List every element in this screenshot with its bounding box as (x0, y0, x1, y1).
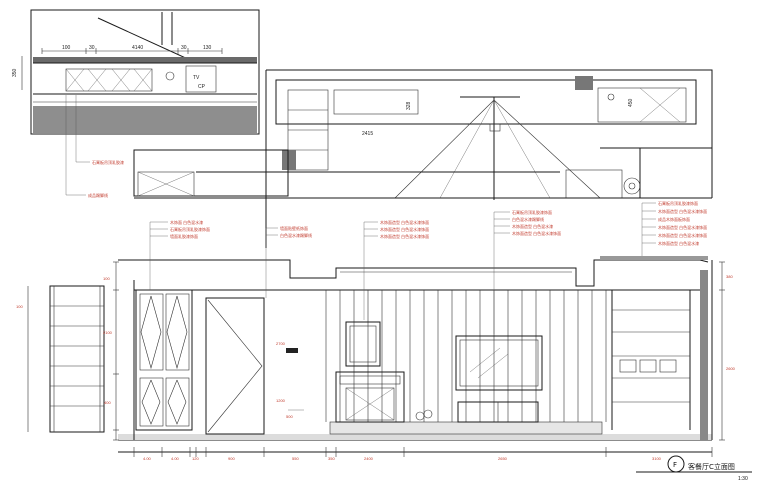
note-left-1: 木饰面 白色混水漆 (170, 219, 203, 225)
bdim-6: 350 (328, 456, 335, 461)
note-rc-3: 木饰面造型 白色混水漆 (512, 223, 553, 229)
note-left-2: 石膏板吊顶乳胶漆饰面 (170, 226, 210, 232)
drawing-title: 客餐厅C立面图 (688, 462, 735, 471)
ceiling-dim-a: 2415 (362, 131, 373, 137)
tv-label-cp: CP (198, 84, 206, 90)
plan-dim-1: 100 (62, 45, 71, 51)
plan-dim-3: 4140 (132, 45, 143, 51)
plan-dim-4: 30 (181, 45, 187, 51)
left-dim-3: 400 (104, 400, 111, 405)
notes-right-center: 石膏板吊顶乳胶漆饰面 白色混水漆踢脚线 木饰面造型 白色混水漆 木饰面造型 白色… (493, 209, 561, 334)
plan-dim-5: 130 (203, 45, 212, 51)
bottom-dims: 4.00 4.00 120 900 550 350 2400 2650 3100 (118, 447, 713, 461)
wall-frame (345, 321, 381, 367)
note-rc-1: 石膏板吊顶乳胶漆饰面 (512, 209, 552, 215)
tv-label: TV (193, 75, 200, 81)
left-dims: 100 2100 400 (103, 261, 119, 441)
section-marker-label: F (673, 461, 677, 469)
notes-center: 木饰面造型 白色混水漆饰面 木饰面造型 白色混水漆饰面 木饰面造型 白色混水漆饰… (363, 219, 429, 320)
plan-inset: 100 30 4140 30 130 TV CP 350 石膏板吊顶乳胶漆 成 (12, 9, 260, 198)
note-rc-4: 木饰面造型 白色混水漆饰面 (512, 230, 561, 236)
note-r-6: 木饰面造型 白色混水漆 (658, 240, 699, 246)
bdim-7: 2400 (364, 456, 374, 461)
annotation-1: 2700 (276, 341, 286, 346)
left-dim-1: 100 (103, 276, 110, 281)
right-dims: 380 2600 (719, 261, 736, 441)
fireplace (335, 371, 405, 423)
bdim-4: 900 (228, 456, 235, 461)
note-rc-2: 白色混水漆踢脚线 (512, 216, 544, 222)
note-c-1: 木饰面造型 白色混水漆饰面 (380, 219, 429, 225)
bdim-8: 2650 (498, 456, 508, 461)
note-r-5: 木饰面造型 白色混水漆饰面 (658, 232, 707, 238)
right-dim-1: 380 (726, 274, 733, 279)
note-r-4: 木饰面造型 白色混水漆饰面 (658, 224, 707, 230)
notes-left: 木饰面 白色混水漆 石膏板吊顶乳胶漆饰面 墙面乳胶漆饰面 (149, 219, 210, 290)
ceiling-dim-c: 450 (628, 98, 634, 107)
elevation (118, 256, 713, 441)
bdim-1: 4.00 (143, 456, 152, 461)
tv-screen (455, 335, 543, 391)
plan-note-1: 石膏板吊顶乳胶漆 (92, 159, 124, 165)
side-shelf: 100 (16, 285, 105, 433)
note-r-3: 成品木饰面板饰面 (658, 216, 690, 222)
title-block: F 客餐厅C立面图 1:30 (636, 455, 752, 482)
plan-side-dim: 350 (12, 68, 18, 77)
bdim-2: 4.00 (171, 456, 180, 461)
bdim-3: 120 (192, 456, 199, 461)
note-left-3: 墙面乳胶漆饰面 (170, 233, 198, 239)
right-dim-2: 2600 (726, 366, 736, 371)
bdim-5: 550 (292, 456, 299, 461)
note-cl-2: 白色混水漆踢脚线 (280, 232, 312, 238)
plan-note-2: 成品踢脚线 (88, 192, 108, 198)
bdim-9: 3100 (652, 456, 662, 461)
ceiling-section: 2415 328 450 (133, 69, 713, 248)
note-c-2: 木饰面造型 白色混水漆饰面 (380, 226, 429, 232)
note-r-2: 木饰面造型 白色混水漆饰面 (658, 208, 707, 214)
shelf-dim: 100 (16, 304, 23, 309)
note-r-1: 石膏板吊顶乳胶漆饰面 (658, 200, 698, 206)
annotation-markers: 2700 1200 500 (276, 341, 304, 419)
plan-dim-2: 30 (89, 45, 95, 51)
annotation-3: 500 (286, 414, 293, 419)
annotation-2: 1200 (276, 398, 286, 403)
notes-right: 石膏板吊顶乳胶漆饰面 木饰面造型 白色混水漆饰面 成品木饰面板饰面 木饰面造型 … (641, 200, 707, 256)
plan-inset-frame (30, 9, 260, 135)
ceiling-dim-b: 328 (406, 101, 412, 110)
drawing-scale: 1:30 (738, 476, 748, 482)
left-dim-2: 2100 (103, 330, 113, 335)
notes-center-left: 墙面贴壁纸饰面 白色混水漆踢脚线 (265, 225, 312, 298)
note-cl-1: 墙面贴壁纸饰面 (280, 225, 308, 231)
note-c-3: 木饰面造型 白色混水漆饰面 (380, 233, 429, 239)
